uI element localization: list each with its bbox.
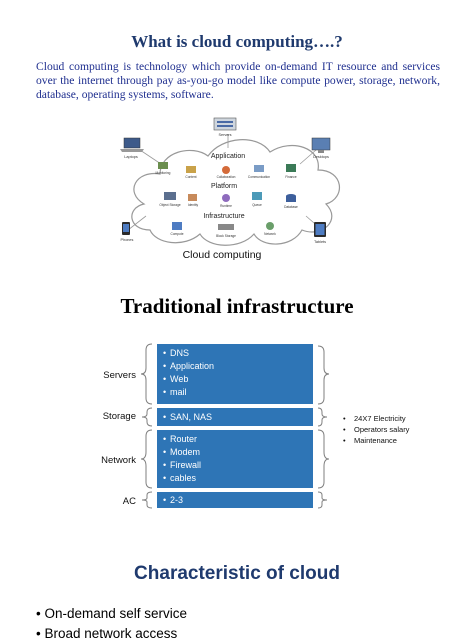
app-item: Finance bbox=[285, 175, 297, 179]
object-storage-icon bbox=[164, 192, 176, 200]
cost-item: 24X7 Electricity bbox=[354, 414, 406, 423]
device-label: Laptops bbox=[124, 155, 138, 159]
platform-item: Queue bbox=[252, 203, 262, 207]
bullet-item: • Broad network access bbox=[36, 626, 177, 641]
queue-icon bbox=[252, 192, 262, 200]
finance-icon bbox=[286, 164, 296, 172]
runtime-icon bbox=[222, 194, 230, 202]
cloud-computing-title: What is cloud computing….? bbox=[131, 32, 343, 51]
cloud-computing-diagram: Servers Laptops Desktops Phones Tablets … bbox=[120, 117, 341, 261]
infrastructure-layer-label: Infrastructure bbox=[203, 213, 244, 220]
cost-item: Operators salary bbox=[354, 425, 410, 434]
list-bullet: • bbox=[163, 387, 166, 397]
cost-item: Maintenance bbox=[354, 436, 397, 445]
ac-item: 2-3 bbox=[170, 495, 183, 505]
block-storage-icon bbox=[218, 224, 234, 230]
right-braces bbox=[317, 345, 330, 509]
platform-item: Runtime bbox=[220, 204, 232, 208]
network-item: cables bbox=[170, 473, 197, 483]
list-bullet: • bbox=[163, 447, 166, 457]
servers-item: DNS bbox=[170, 348, 189, 358]
list-bullet: • bbox=[163, 460, 166, 470]
servers-box bbox=[157, 344, 313, 404]
platform-layer-label: Platform bbox=[211, 183, 237, 190]
list-bullet: • bbox=[343, 436, 346, 445]
laptops-icon bbox=[120, 137, 144, 152]
traditional-infrastructure-diagram: Servers Storage Network AC • DNS • Applica… bbox=[101, 343, 410, 509]
left-braces bbox=[140, 343, 153, 509]
storage-box bbox=[157, 408, 313, 426]
ac-box bbox=[157, 492, 313, 508]
platform-item: Object Storage bbox=[159, 203, 180, 207]
platform-item: Identity bbox=[188, 203, 199, 207]
list-bullet: • bbox=[343, 425, 346, 434]
network-box bbox=[157, 430, 313, 488]
network-item: Modem bbox=[170, 447, 200, 457]
list-bullet: • bbox=[163, 361, 166, 371]
list-bullet: • bbox=[36, 606, 45, 621]
network-item: Firewall bbox=[170, 460, 201, 470]
app-item: Communication bbox=[248, 175, 270, 179]
cloud-computing-definition: Cloud computing is technology which prov… bbox=[36, 60, 440, 101]
tablets-icon bbox=[314, 222, 326, 237]
list-bullet: • bbox=[163, 434, 166, 444]
database-icon bbox=[286, 194, 296, 202]
collaboration-icon bbox=[222, 166, 230, 174]
servers-item: Application bbox=[170, 361, 214, 371]
phones-icon bbox=[122, 222, 130, 235]
network-icon bbox=[266, 222, 274, 230]
storage-item: SAN, NAS bbox=[170, 412, 212, 422]
device-label: Phones bbox=[121, 238, 134, 242]
application-layer-label: Application bbox=[211, 153, 245, 160]
app-item: Content bbox=[185, 175, 196, 179]
monitoring-icon bbox=[158, 162, 168, 169]
identity-icon bbox=[188, 194, 197, 201]
device-label: Desktops bbox=[313, 155, 329, 159]
list-bullet: • bbox=[163, 374, 166, 384]
traditional-infrastructure-title: Traditional infrastructure bbox=[120, 294, 354, 318]
desktops-icon bbox=[311, 137, 331, 153]
network-item: Router bbox=[170, 434, 197, 444]
characteristic-of-cloud-title: Characteristic of cloud bbox=[134, 563, 340, 584]
bullet-item: • On-demand self service bbox=[36, 606, 187, 621]
device-label: Tablets bbox=[314, 240, 326, 244]
bullet-text: On-demand self service bbox=[44, 606, 188, 621]
list-bullet: • bbox=[163, 473, 166, 483]
servers-item: mail bbox=[170, 387, 187, 397]
network-label: Network bbox=[101, 455, 136, 466]
communication-icon bbox=[254, 165, 264, 172]
infra-item: Network bbox=[264, 232, 276, 236]
content-icon bbox=[186, 166, 196, 173]
ac-label: AC bbox=[123, 496, 136, 507]
servers-label: Servers bbox=[103, 370, 136, 381]
storage-label: Storage bbox=[103, 411, 136, 422]
device-label: Servers bbox=[218, 133, 231, 137]
infra-item: Compute bbox=[171, 232, 184, 236]
infra-item: Block Storage bbox=[216, 234, 236, 238]
platform-item: Database bbox=[284, 205, 298, 209]
app-item: Collaboration bbox=[217, 175, 236, 179]
list-bullet: • bbox=[163, 495, 166, 505]
list-bullet: • bbox=[163, 412, 166, 422]
list-bullet: • bbox=[343, 414, 346, 423]
diagram-caption: Cloud computing bbox=[183, 249, 262, 261]
servers-icon bbox=[213, 117, 237, 131]
compute-icon bbox=[172, 222, 182, 230]
bullet-text: Broad network access bbox=[44, 626, 178, 641]
list-bullet: • bbox=[163, 348, 166, 358]
app-item: Monitoring bbox=[156, 171, 171, 175]
servers-item: Web bbox=[170, 374, 188, 384]
